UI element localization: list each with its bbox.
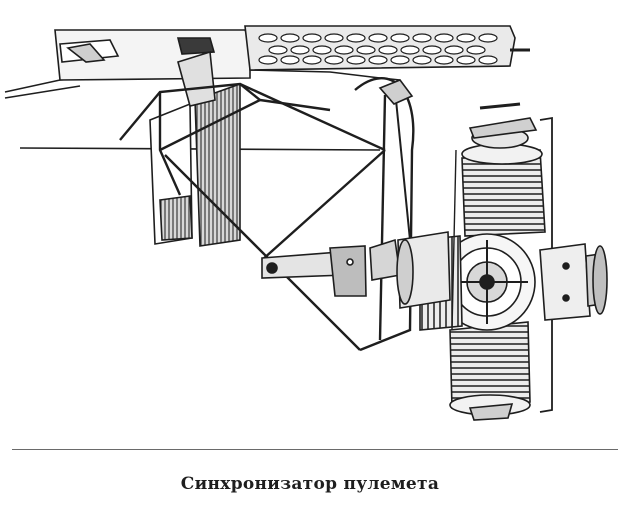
- fuselage-frame-icon: [119, 77, 415, 352]
- figure-caption: Синхронизатор пулемета: [180, 474, 440, 494]
- synchronizer-diagram: [4, 25, 608, 421]
- machine-gun-icon: [54, 25, 530, 81]
- caption-divider: [12, 449, 618, 450]
- radial-engine-icon: [396, 102, 553, 421]
- propeller-hub-icon: [539, 243, 608, 321]
- synchronizer-rod-icon: [261, 79, 414, 297]
